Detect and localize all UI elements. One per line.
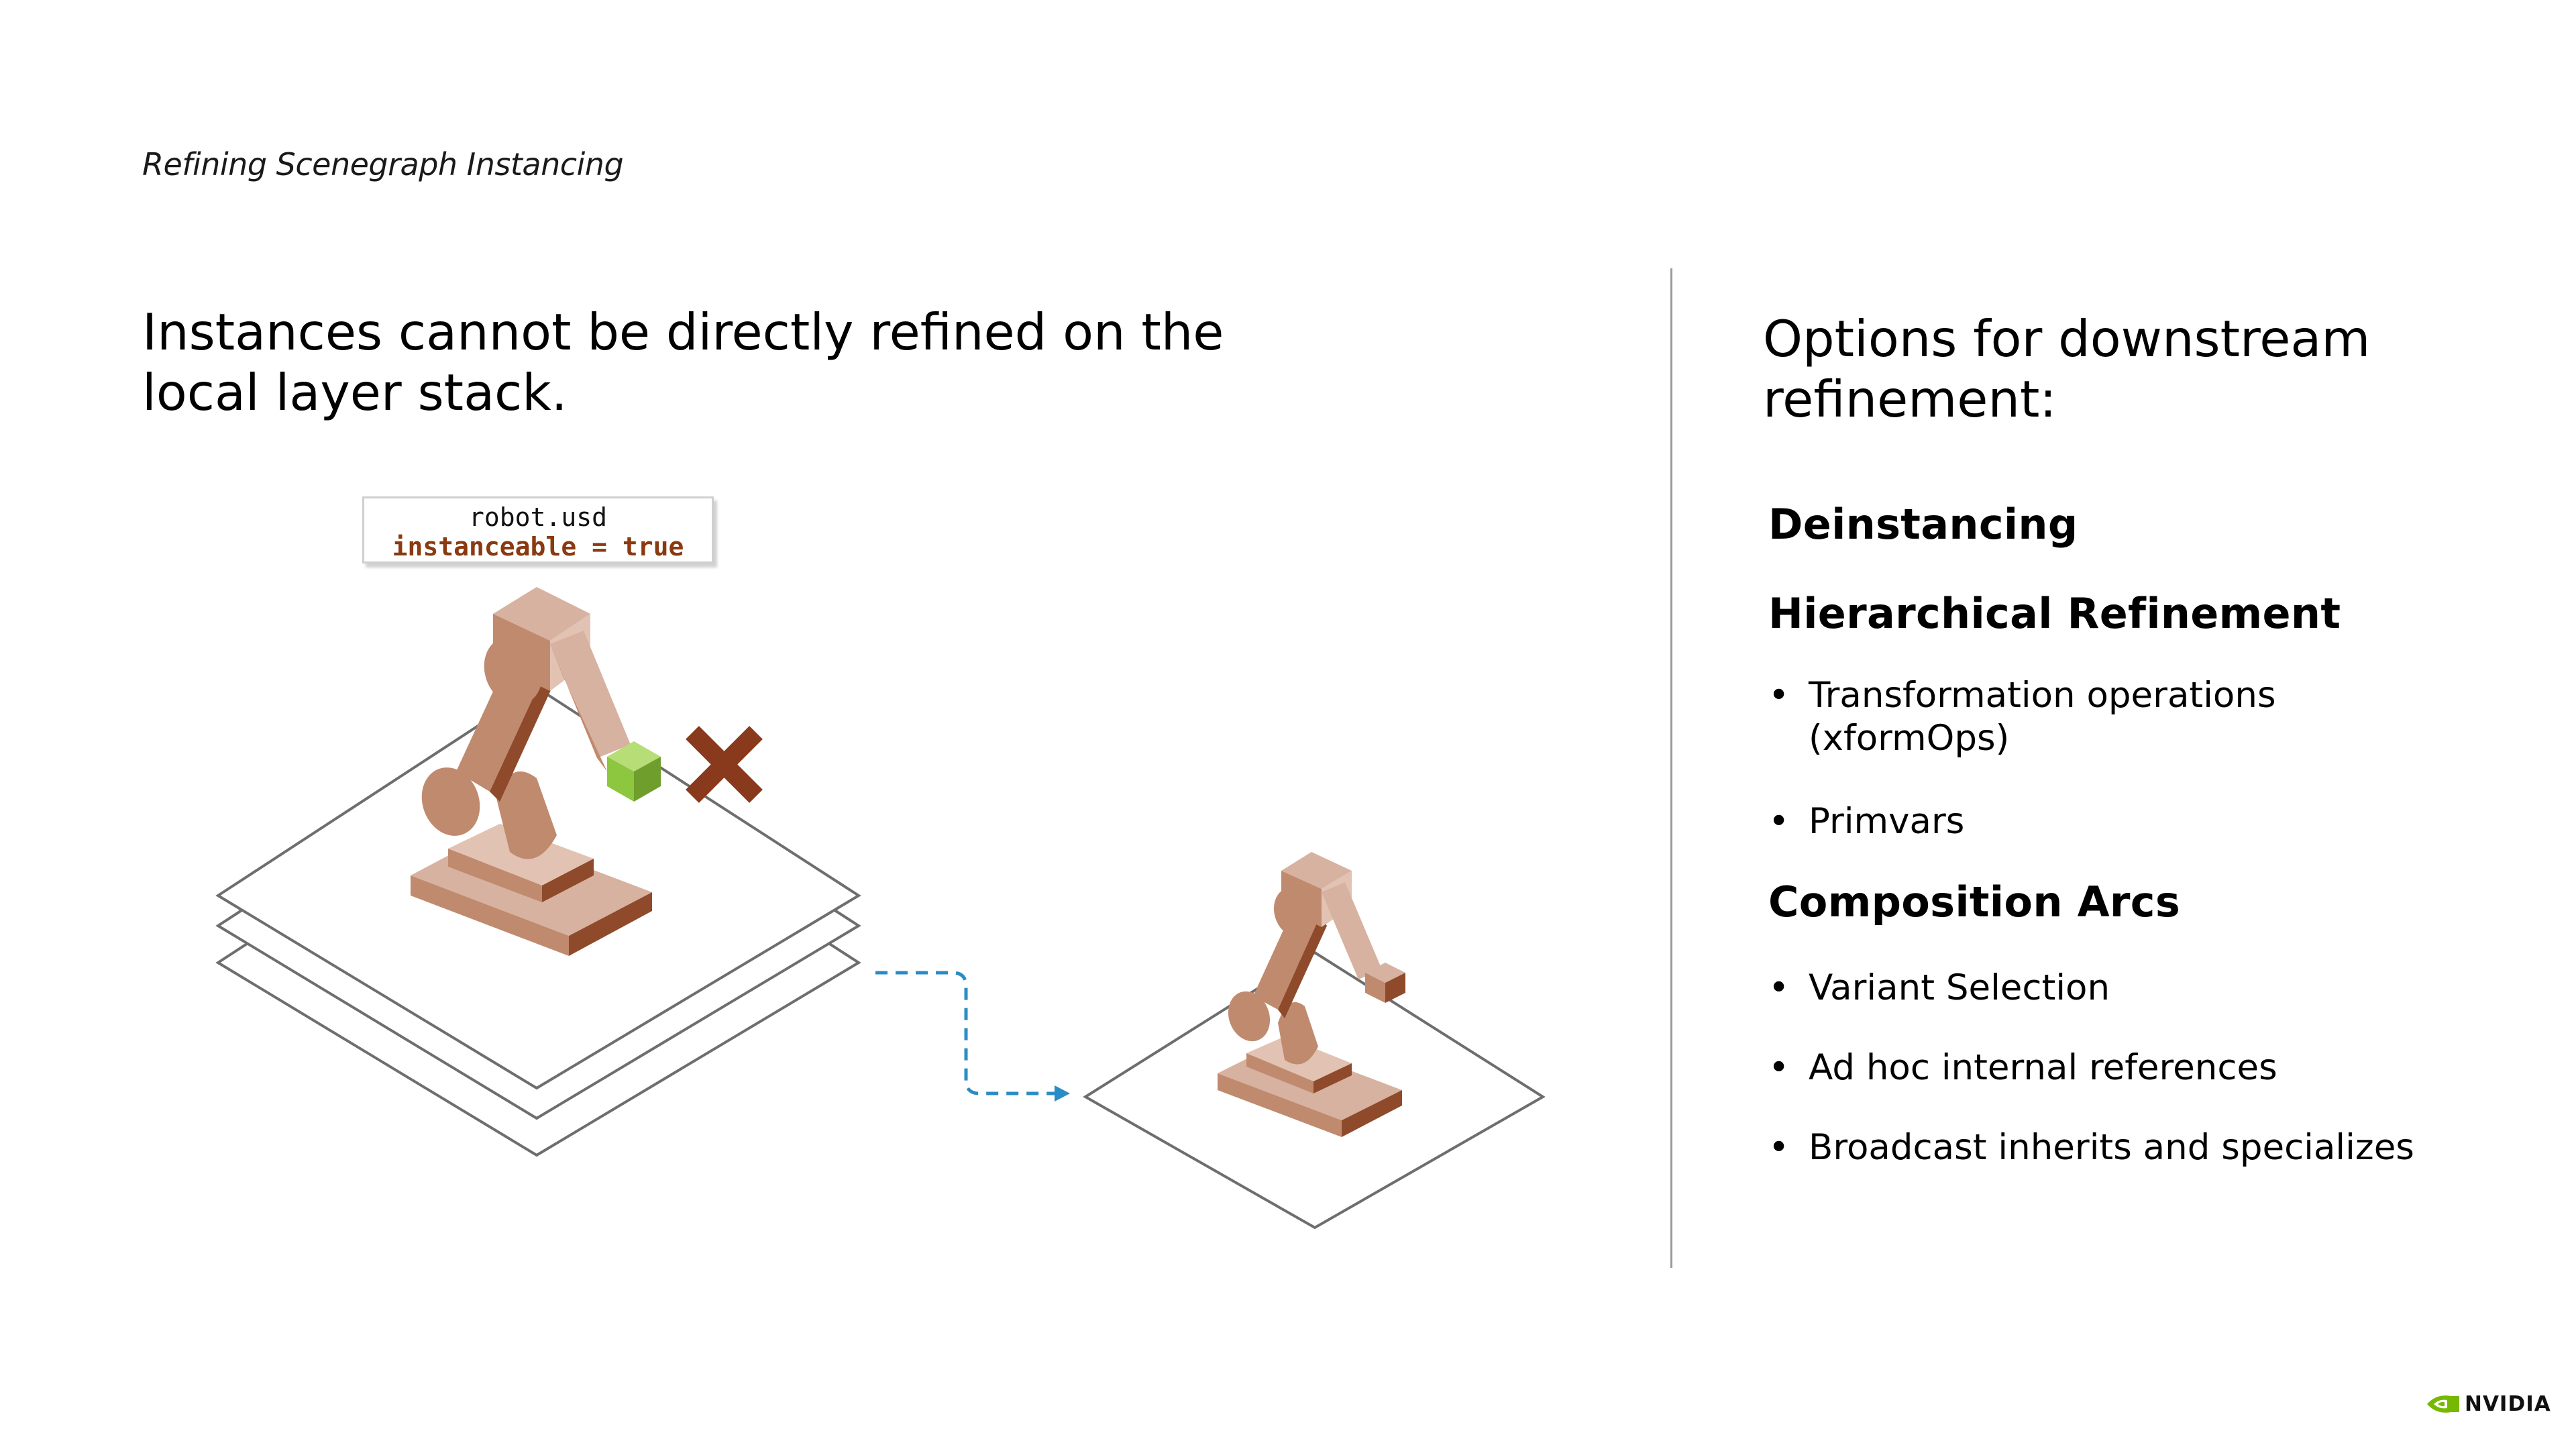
breadcrumb: Refining Scenegraph Instancing (142, 146, 624, 182)
list-item: • Variant Selection (1768, 967, 2540, 1010)
bullet-icon: • (1768, 1047, 1790, 1088)
list-item: • Ad hoc internal references (1768, 1046, 2540, 1089)
instanceable-flag: instanceable = true (392, 532, 684, 561)
bullet-text: Variant Selection (1809, 967, 2110, 1008)
bullet-icon: • (1768, 675, 1790, 716)
robot-arm-icon (411, 587, 652, 956)
file-name: robot.usd (469, 502, 607, 532)
robot-arm-icon (1218, 852, 1405, 1137)
cross-icon (686, 726, 763, 803)
nvidia-logo-icon (2427, 1395, 2459, 1413)
bullet-text: Ad hoc internal references (1809, 1047, 2277, 1088)
list-item: • Primvars (1768, 800, 2540, 843)
bullet-text: Primvars (1809, 801, 1965, 842)
bullet-icon: • (1768, 801, 1790, 842)
nvidia-wordmark: NVIDIA (2465, 1392, 2551, 1416)
list-item: • Broadcast inherits and specializes (1768, 1126, 2540, 1169)
bullet-text: Broadcast inherits and specializes (1809, 1127, 2414, 1168)
bullet-icon: • (1768, 1127, 1790, 1168)
list-item: • Transformation operations (xformOps) (1768, 674, 2540, 760)
section-deinstancing: Deinstancing (1768, 500, 2078, 549)
flow-arrow (875, 971, 1070, 1102)
section-hierarchical-refinement: Hierarchical Refinement (1768, 589, 2341, 638)
divider (1670, 268, 1672, 1268)
bullet-icon: • (1768, 967, 1790, 1008)
headline: Instances cannot be directly refined on … (142, 303, 1224, 422)
green-cube-icon (607, 741, 661, 802)
section-composition-arcs: Composition Arcs (1768, 877, 2181, 926)
instance-label: robot.usd instanceable = true (362, 496, 714, 564)
options-heading: Options for downstream refinement: (1763, 309, 2371, 429)
nvidia-logo: NVIDIA (2426, 1392, 2551, 1416)
bullet-text: Transformation operations (xformOps) (1809, 675, 2276, 759)
